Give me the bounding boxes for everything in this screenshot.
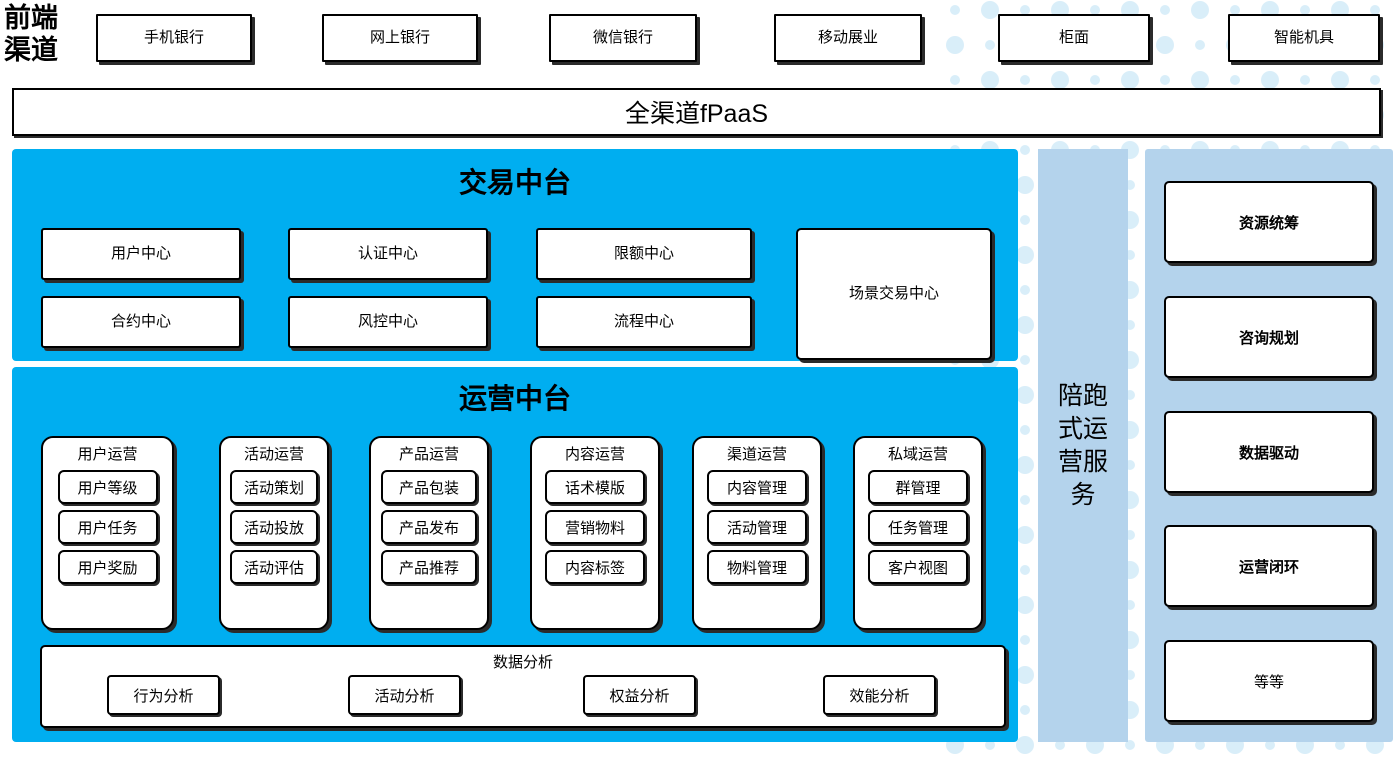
data-analysis-item-rights[interactable]: 权益分析 bbox=[583, 675, 696, 715]
ops-item-content-tag[interactable]: 内容标签 bbox=[545, 550, 645, 584]
ops-center-title: 运营中台 bbox=[458, 383, 571, 414]
data-analysis-item-efficiency[interactable]: 效能分析 bbox=[823, 675, 936, 715]
ops-item-marketing-material[interactable]: 营销物料 bbox=[545, 510, 645, 544]
ops-group-product: 产品运营 产品包装 产品发布 产品推荐 bbox=[369, 436, 489, 630]
ops-item-customer-view[interactable]: 客户视图 bbox=[868, 550, 968, 584]
trade-box-auth-center[interactable]: 认证中心 bbox=[288, 228, 488, 280]
ops-item-product-packaging[interactable]: 产品包装 bbox=[381, 470, 477, 504]
ops-group-channel-title: 渠道运营 bbox=[726, 446, 787, 463]
trade-box-scene-transaction-center[interactable]: 场景交易中心 bbox=[796, 228, 992, 360]
ops-item-activity-evaluation[interactable]: 活动评估 bbox=[230, 550, 318, 584]
ops-group-activity: 活动运营 活动策划 活动投放 活动评估 bbox=[219, 436, 329, 630]
service-box-consulting-planning[interactable]: 咨询规划 bbox=[1164, 296, 1374, 378]
channel-box-online-bank[interactable]: 网上银行 bbox=[322, 14, 478, 62]
ops-item-product-release[interactable]: 产品发布 bbox=[381, 510, 477, 544]
ops-group-channel: 渠道运营 内容管理 活动管理 物料管理 bbox=[692, 436, 822, 630]
services-column: 资源统筹 咨询规划 数据驱动 运营闭环 等等 bbox=[1145, 149, 1393, 742]
ops-item-activity-delivery[interactable]: 活动投放 bbox=[230, 510, 318, 544]
ops-item-group-management[interactable]: 群管理 bbox=[868, 470, 968, 504]
channel-box-mobile-business[interactable]: 移动展业 bbox=[774, 14, 922, 62]
trade-box-limit-center[interactable]: 限额中心 bbox=[536, 228, 752, 280]
trade-box-user-center[interactable]: 用户中心 bbox=[41, 228, 241, 280]
front-channel-label: 前端渠道 bbox=[4, 3, 58, 65]
ops-item-user-reward[interactable]: 用户奖励 bbox=[57, 550, 158, 584]
ops-group-private-domain-title: 私域运营 bbox=[887, 446, 948, 463]
accompany-service-label: 陪跑式运营服务 bbox=[1057, 381, 1108, 509]
ops-group-activity-title: 活动运营 bbox=[243, 446, 304, 463]
ops-group-user: 用户运营 用户等级 用户任务 用户奖励 bbox=[41, 436, 174, 630]
ops-item-user-task[interactable]: 用户任务 bbox=[57, 510, 158, 544]
service-box-etc[interactable]: 等等 bbox=[1164, 640, 1374, 722]
service-box-resource-coordination[interactable]: 资源统筹 bbox=[1164, 181, 1374, 263]
ops-item-activity-management[interactable]: 活动管理 bbox=[707, 510, 807, 544]
ops-item-material-management[interactable]: 物料管理 bbox=[707, 550, 807, 584]
channel-box-wechat-bank[interactable]: 微信银行 bbox=[549, 14, 697, 62]
ops-group-product-title: 产品运营 bbox=[398, 446, 459, 463]
ops-item-content-management[interactable]: 内容管理 bbox=[707, 470, 807, 504]
ops-item-task-management[interactable]: 任务管理 bbox=[868, 510, 968, 544]
fpaas-band-label: 全渠道fPaaS bbox=[624, 100, 769, 128]
channel-box-mobile-bank[interactable]: 手机银行 bbox=[96, 14, 252, 62]
ops-item-script-template[interactable]: 话术模版 bbox=[545, 470, 645, 504]
data-analysis-item-behavior[interactable]: 行为分析 bbox=[107, 675, 220, 715]
service-box-ops-closed-loop[interactable]: 运营闭环 bbox=[1164, 525, 1374, 607]
ops-item-user-level[interactable]: 用户等级 bbox=[57, 470, 158, 504]
channel-box-counter[interactable]: 柜面 bbox=[998, 14, 1150, 62]
fpaas-band[interactable]: 全渠道fPaaS bbox=[12, 88, 1381, 136]
service-box-data-driven[interactable]: 数据驱动 bbox=[1164, 411, 1374, 493]
ops-group-private-domain: 私域运营 群管理 任务管理 客户视图 bbox=[853, 436, 983, 630]
data-analysis-container: 数据分析 行为分析 活动分析 权益分析 效能分析 bbox=[40, 645, 1006, 728]
ops-item-activity-planning[interactable]: 活动策划 bbox=[230, 470, 318, 504]
accompany-service-strip: 陪跑式运营服务 bbox=[1038, 149, 1128, 742]
trade-box-process-center[interactable]: 流程中心 bbox=[536, 296, 752, 348]
trade-box-risk-center[interactable]: 风控中心 bbox=[288, 296, 488, 348]
ops-item-product-recommend[interactable]: 产品推荐 bbox=[381, 550, 477, 584]
data-analysis-title: 数据分析 bbox=[492, 654, 553, 671]
trade-box-contract-center[interactable]: 合约中心 bbox=[41, 296, 241, 348]
ops-group-content: 内容运营 话术模版 营销物料 内容标签 bbox=[530, 436, 660, 630]
data-analysis-item-activity[interactable]: 活动分析 bbox=[348, 675, 461, 715]
trade-center-title: 交易中台 bbox=[458, 167, 571, 198]
ops-group-content-title: 内容运营 bbox=[564, 446, 625, 463]
ops-group-user-title: 用户运营 bbox=[77, 446, 138, 463]
channel-box-smart-machine[interactable]: 智能机具 bbox=[1228, 14, 1380, 62]
